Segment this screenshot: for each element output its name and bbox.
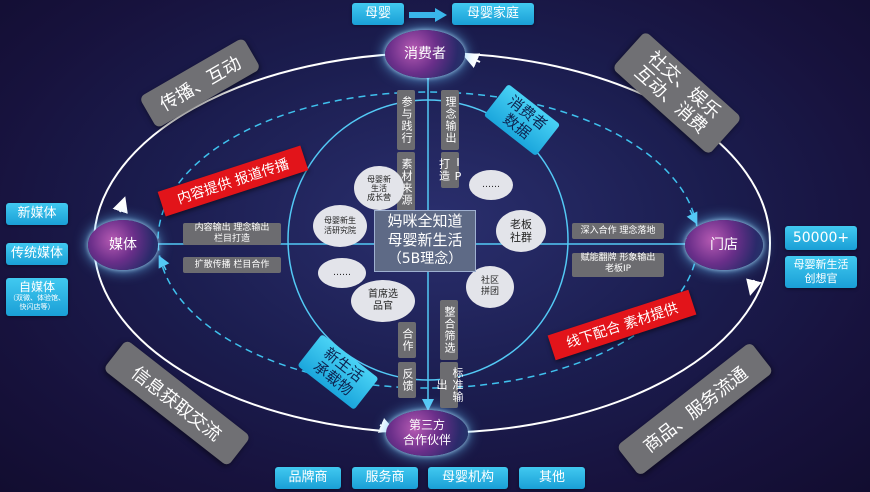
label-integrate: 整合筛选 bbox=[440, 300, 458, 360]
arrow-right-icon bbox=[409, 7, 447, 22]
outer-arrow-right-bottom bbox=[746, 278, 762, 296]
node-consumer: 消费者 bbox=[385, 30, 465, 78]
bubble-ellipsis-top: …… bbox=[469, 170, 513, 200]
bottom-tag-brand: 品牌商 bbox=[275, 467, 341, 489]
center-line2: 母婴新生活 bbox=[387, 231, 463, 249]
partner-line1: 第三方 bbox=[408, 418, 445, 432]
bottom-tag-institution: 母婴机构 bbox=[428, 467, 508, 489]
node-partner: 第三方 合作伙伴 bbox=[386, 410, 468, 456]
community-line1: 社区 bbox=[480, 276, 499, 286]
node-store: 门店 bbox=[685, 220, 763, 270]
self-media-note: （双微、体验馆、快闪店等） bbox=[9, 294, 65, 311]
center-line1: 妈咪全知道 bbox=[387, 212, 463, 230]
label-cooperate: 合作 bbox=[398, 322, 416, 358]
left-tag-traditional-media: 传统媒体 bbox=[6, 243, 68, 265]
right-bottom-line1: 赋能翻牌 形象输出 bbox=[580, 253, 656, 263]
outer-arrow-left-top bbox=[112, 196, 128, 214]
label-feedback: 反馈 bbox=[398, 362, 416, 398]
institute-line1: 母婴新生 bbox=[324, 216, 356, 225]
dashed-arrow-right bbox=[686, 209, 698, 225]
bottom-tag-other: 其他 bbox=[519, 467, 585, 489]
left-top-line1: 内容输出 理念输出 bbox=[194, 223, 270, 233]
bubble-growth-camp: 母婴新 生活 成长营 bbox=[354, 166, 404, 210]
left-tag-new-media: 新媒体 bbox=[6, 203, 68, 225]
institute-line2: 活研究院 bbox=[324, 226, 356, 235]
right-bottom-line2: 老板IP bbox=[604, 264, 632, 274]
boss-line2: 社群 bbox=[510, 231, 532, 244]
chief-line1: 首席选 bbox=[368, 289, 398, 300]
label-left-bottom: 扩散传播 栏目合作 bbox=[183, 257, 281, 273]
label-left-top: 内容输出 理念输出 栏目打造 bbox=[183, 223, 281, 245]
community-line2: 拼团 bbox=[480, 287, 499, 297]
label-participate: 参与践行 bbox=[397, 90, 415, 150]
outer-arrow-top-right bbox=[462, 53, 481, 69]
bubble-ellipsis-left: …… bbox=[318, 258, 366, 288]
label-right-bottom: 赋能翻牌 形象输出 老板IP bbox=[572, 253, 664, 277]
creator-line1: 母婴新生活 bbox=[793, 258, 849, 271]
label-right-top: 深入合作 理念落地 bbox=[572, 223, 664, 239]
bubble-institute: 母婴新生 活研究院 bbox=[313, 205, 367, 247]
right-tag-count: 50000+ bbox=[785, 226, 857, 250]
left-top-line2: 栏目打造 bbox=[213, 234, 250, 244]
node-media: 媒体 bbox=[88, 220, 158, 270]
label-ip-create: IP打造 bbox=[438, 152, 465, 188]
label-standard: 标准输出 bbox=[435, 362, 464, 408]
chief-line2: 品官 bbox=[373, 301, 393, 312]
center-concept: 妈咪全知道 母婴新生活 （5B理念） bbox=[374, 210, 476, 272]
right-tag-creator: 母婴新生活 创想官 bbox=[785, 256, 857, 288]
bubble-community-group: 社区 拼团 bbox=[466, 266, 514, 308]
growth-line2: 生活 bbox=[371, 183, 387, 193]
growth-line1: 母婴新 bbox=[367, 174, 391, 184]
creator-line2: 创想官 bbox=[804, 272, 838, 285]
top-tag-family: 母婴家庭 bbox=[452, 3, 534, 25]
label-concept-out: 理念输出 bbox=[441, 90, 459, 150]
left-tag-self-media: 自媒体 （双微、体验馆、快闪店等） bbox=[6, 278, 68, 316]
bottom-tag-service: 服务商 bbox=[352, 467, 418, 489]
boss-line1: 老板 bbox=[510, 218, 532, 231]
bubble-chief-selector: 首席选 品官 bbox=[351, 280, 415, 322]
self-media-label: 自媒体 bbox=[18, 280, 55, 294]
center-line3: （5B理念） bbox=[387, 251, 463, 267]
top-tag-muying: 母婴 bbox=[352, 3, 404, 25]
growth-line3: 成长营 bbox=[367, 192, 391, 202]
dashed-arrow-left bbox=[158, 255, 170, 271]
bubble-boss-community: 老板 社群 bbox=[496, 210, 546, 252]
partner-line2: 合作伙伴 bbox=[402, 433, 451, 447]
